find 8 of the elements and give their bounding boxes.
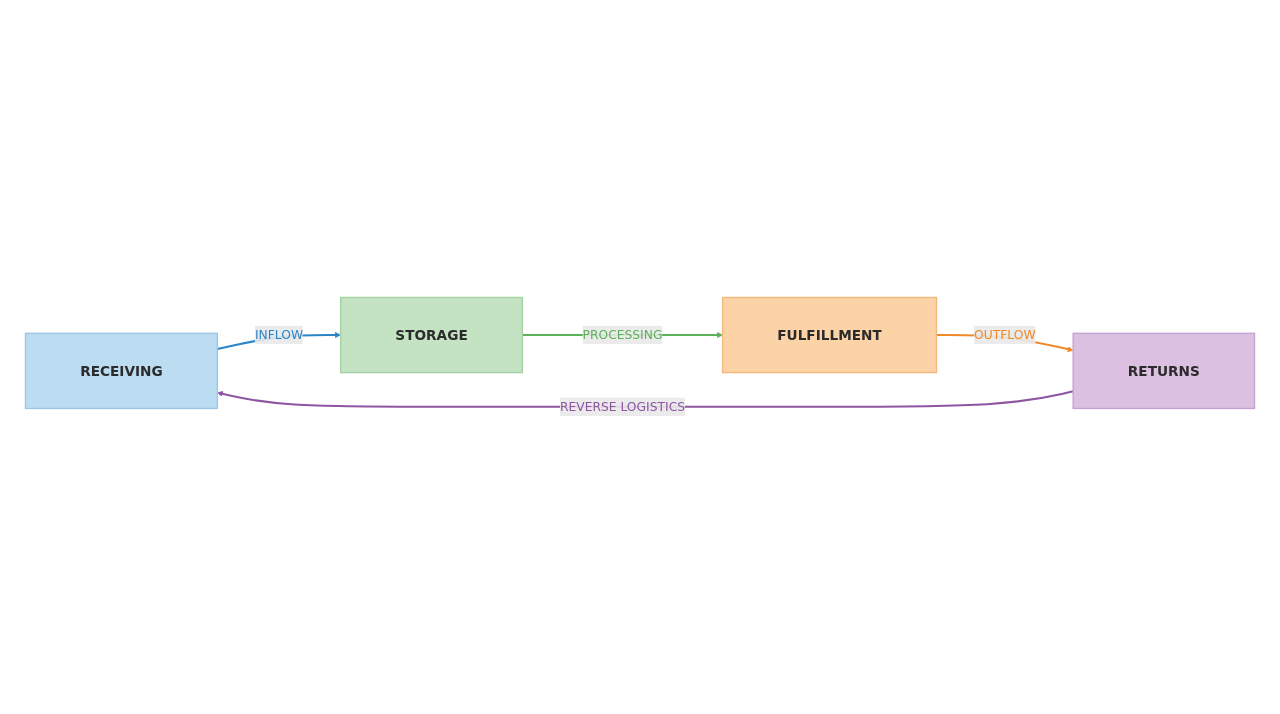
node-box: STORAGE <box>339 297 524 374</box>
node-box: RECEIVING <box>24 332 219 410</box>
edge-label: OUTFLOW <box>974 328 1036 343</box>
node-box: RETURNS <box>1072 332 1256 410</box>
node-box: FULFILLMENT <box>721 297 938 374</box>
edge-label: REVERSE LOGISTICS <box>559 399 686 415</box>
edge-label: PROCESSING <box>582 328 663 343</box>
edge-label: INFLOW <box>254 328 304 343</box>
